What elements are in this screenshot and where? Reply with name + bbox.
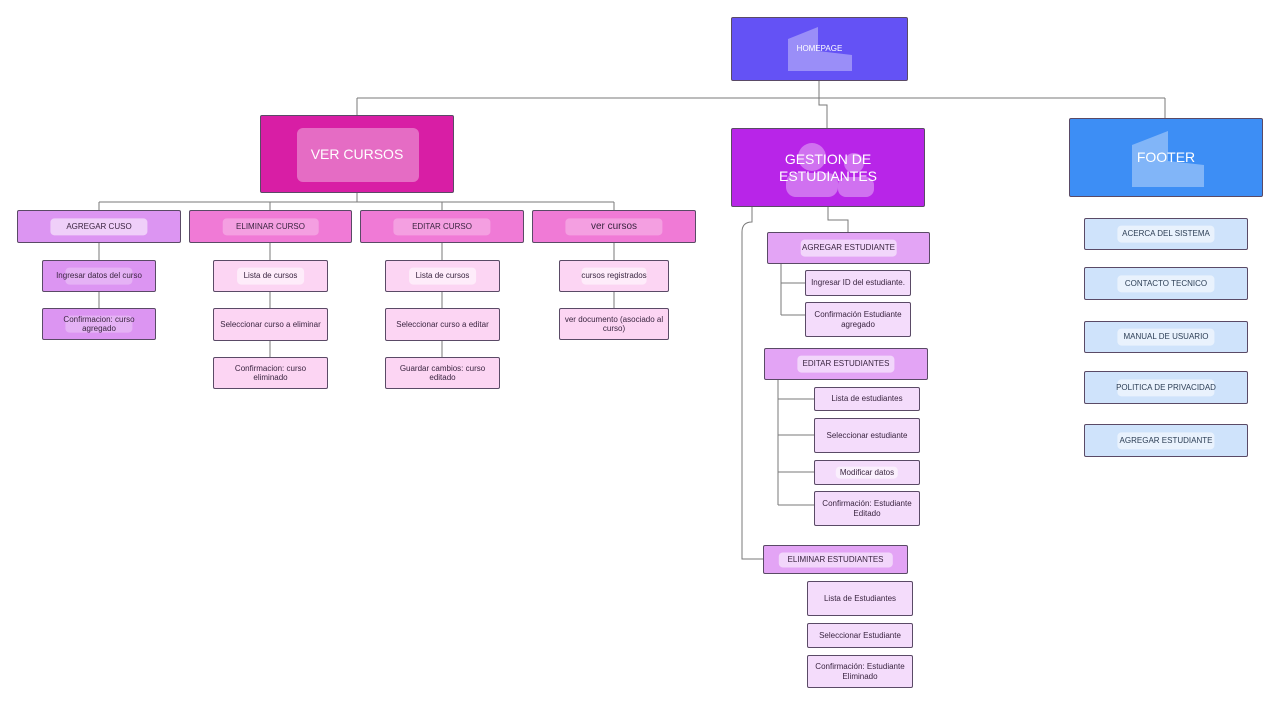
node-highlight [565, 217, 663, 236]
eliminar-curso-item[interactable]: Lista de cursos [213, 260, 328, 292]
ver-cursos-item[interactable]: cursos registrados [559, 260, 669, 292]
node-highlight [778, 551, 893, 568]
node-highlight [65, 267, 133, 285]
ver-cursos-label: VER CURSOS [310, 145, 404, 162]
footer-node[interactable]: FOOTER [1069, 118, 1263, 197]
node-highlight [1117, 378, 1215, 397]
eliminar-curso-item[interactable]: Confirmacion: curso eliminado [213, 357, 328, 389]
dollar-icon [297, 128, 419, 182]
footer-item[interactable]: MANUAL DE USUARIO [1084, 321, 1248, 353]
editar-curso-label: EDITAR CURSO [412, 221, 472, 231]
node-highlight [393, 217, 491, 236]
node-highlight [835, 466, 899, 479]
node-highlight [408, 267, 477, 285]
logo-icon [788, 27, 852, 71]
eliminar-estudiantes-item[interactable]: Lista de Estudiantes [807, 581, 913, 616]
eliminar-estudiantes-node[interactable]: ELIMINAR ESTUDIANTES [763, 545, 908, 574]
eliminar-curso-item[interactable]: Seleccionar curso a eliminar [213, 308, 328, 341]
homepage-label: HOMEPAGE [796, 44, 843, 54]
editar-estudiantes-item[interactable]: Lista de estudiantes [814, 387, 920, 411]
agregar-curso-item-label: Confirmacion: curso agregado [63, 314, 135, 333]
footer-item-label: MANUAL DE USUARIO [1123, 332, 1209, 342]
ver-cursos-node[interactable]: VER CURSOS [260, 115, 454, 193]
editar-estudiantes-item-label: Lista de estudiantes [831, 394, 903, 404]
editar-curso-item[interactable]: Guardar cambios: curso editado [385, 357, 500, 389]
editar-curso-item-label: Seleccionar curso a editar [396, 319, 489, 329]
homepage-node[interactable]: HOMEPAGE [731, 17, 908, 81]
node-highlight [1117, 328, 1215, 346]
editar-curso-node[interactable]: EDITAR CURSO [360, 210, 524, 243]
node-highlight [800, 239, 897, 257]
agregar-curso-node[interactable]: AGREGAR CUSO [17, 210, 181, 243]
node-highlight [50, 217, 148, 236]
node-highlight [581, 267, 647, 285]
editar-estudiantes-item-label: Seleccionar estudiante [826, 430, 908, 440]
footer-item[interactable]: ACERCA DEL SISTEMA [1084, 218, 1248, 250]
node-highlight [65, 315, 133, 333]
editar-estudiantes-item[interactable]: Confirmación: Estudiante Editado [814, 491, 920, 526]
logo-icon [1132, 131, 1204, 187]
agregar-curso-item-label: Ingresar datos del curso [56, 271, 142, 281]
agregar-curso-item[interactable]: Ingresar datos del curso [42, 260, 156, 292]
node-highlight [1117, 431, 1215, 450]
editar-estudiantes-item[interactable]: Seleccionar estudiante [814, 418, 920, 453]
footer-item[interactable]: AGREGAR ESTUDIANTE [1084, 424, 1248, 457]
eliminar-curso-label: ELIMINAR CURSO [236, 221, 305, 231]
agregar-estudiante-item-label: Ingresar ID del estudiante. [811, 278, 905, 288]
ver-cursos-sub-label: ver cursos [590, 220, 638, 232]
eliminar-estudiantes-label: ELIMINAR ESTUDIANTES [787, 554, 884, 564]
editar-estudiantes-node[interactable]: EDITAR ESTUDIANTES [764, 348, 928, 380]
node-highlight [236, 267, 305, 285]
editar-curso-item-label: Lista de cursos [415, 271, 470, 281]
ver-cursos-item-label: cursos registrados [581, 271, 647, 281]
eliminar-estudiantes-item-label: Lista de Estudiantes [823, 593, 897, 603]
node-highlight [222, 217, 319, 236]
editar-curso-item-label: Guardar cambios: curso editado [399, 363, 486, 382]
agregar-curso-item[interactable]: Confirmacion: curso agregado [42, 308, 156, 340]
footer-item-label: AGREGAR ESTUDIANTE [1119, 435, 1213, 445]
editar-estudiantes-item[interactable]: Modificar datos [814, 460, 920, 485]
agregar-estudiante-item-label: Confirmación Estudiante agregado [814, 310, 902, 329]
eliminar-estudiantes-item[interactable]: Seleccionar Estudiante [807, 623, 913, 648]
editar-curso-item[interactable]: Seleccionar curso a editar [385, 308, 500, 341]
editar-estudiantes-item-label: Modificar datos [839, 467, 895, 477]
footer-item[interactable]: POLITICA DE PRIVACIDAD [1084, 371, 1248, 404]
gestion-estudiantes-node[interactable]: GESTION DE ESTUDIANTES [731, 128, 925, 207]
users-icon [786, 143, 874, 197]
footer-item-label: ACERCA DEL SISTEMA [1122, 229, 1210, 239]
node-highlight [1117, 274, 1215, 293]
footer-item-label: POLITICA DE PRIVACIDAD [1116, 382, 1216, 392]
eliminar-curso-node[interactable]: ELIMINAR CURSO [189, 210, 352, 243]
eliminar-estudiantes-item[interactable]: Confirmación: Estudiante Eliminado [807, 655, 913, 688]
agregar-estudiante-node[interactable]: AGREGAR ESTUDIANTE [767, 232, 930, 264]
agregar-curso-label: AGREGAR CUSO [66, 221, 132, 231]
node-highlight [1117, 225, 1215, 243]
footer-label: FOOTER [1136, 149, 1196, 166]
footer-item-label: CONTACTO TECNICO [1124, 278, 1208, 288]
ver-cursos-item-label: ver documento (asociado al curso) [564, 314, 664, 333]
node-highlight [797, 355, 895, 373]
ver-cursos-item[interactable]: ver documento (asociado al curso) [559, 308, 669, 340]
ver-cursos-sub-node[interactable]: ver cursos [532, 210, 696, 243]
editar-curso-item[interactable]: Lista de cursos [385, 260, 500, 292]
agregar-estudiante-label: AGREGAR ESTUDIANTE [802, 243, 895, 253]
eliminar-estudiantes-item-label: Confirmación: Estudiante Eliminado [815, 662, 905, 681]
footer-item[interactable]: CONTACTO TECNICO [1084, 267, 1248, 300]
eliminar-curso-item-label: Seleccionar curso a eliminar [220, 319, 321, 329]
eliminar-estudiantes-item-label: Seleccionar Estudiante [819, 630, 901, 640]
gestion-estudiantes-label: GESTION DE ESTUDIANTES [778, 151, 877, 184]
eliminar-curso-item-label: Confirmacion: curso eliminado [234, 363, 307, 382]
agregar-estudiante-item[interactable]: Ingresar ID del estudiante. [805, 270, 911, 296]
agregar-estudiante-item[interactable]: Confirmación Estudiante agregado [805, 302, 911, 337]
eliminar-curso-item-label: Lista de cursos [243, 271, 298, 281]
editar-estudiantes-item-label: Confirmación: Estudiante Editado [822, 499, 912, 518]
editar-estudiantes-label: EDITAR ESTUDIANTES [802, 359, 890, 369]
